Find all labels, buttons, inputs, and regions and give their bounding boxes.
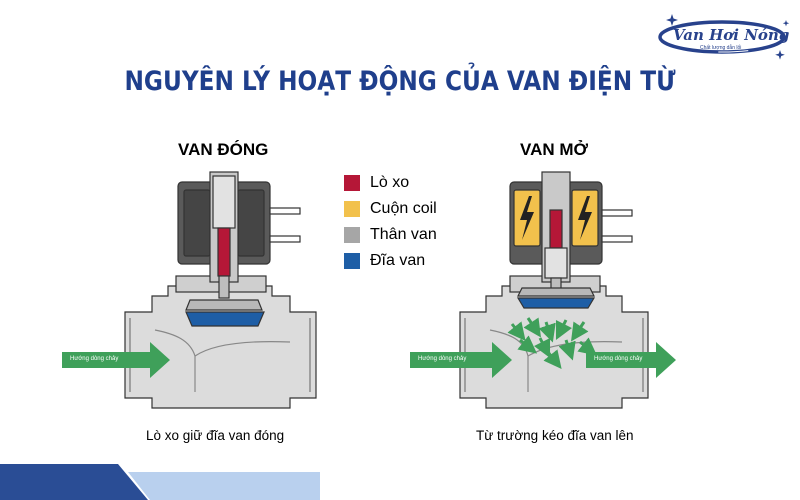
open-disc <box>516 297 596 309</box>
closed-heading: VAN ĐÓNG <box>178 140 269 159</box>
lightning-icon <box>520 196 534 240</box>
legend-item-body: Thân van <box>344 222 437 248</box>
closed-spring <box>217 227 231 277</box>
open-flow-arrow-out <box>586 342 676 378</box>
closed-caption: Lò xo giữ đĩa van đóng <box>146 428 285 443</box>
logo-slogan: Chất lượng dẫn lối <box>700 45 742 51</box>
open-spring <box>549 209 563 249</box>
lightning-icon-2 <box>578 196 592 240</box>
small-flow-arrows <box>507 317 598 370</box>
disc-swatch <box>344 253 360 269</box>
open-valve <box>410 171 676 409</box>
star-icon <box>666 14 678 26</box>
logo-mark <box>658 14 790 60</box>
open-flow-label-in: Hướng dòng chảy <box>418 356 467 362</box>
open-valve-body <box>459 285 649 409</box>
closed-disc <box>185 311 265 327</box>
closed-flow-arrow <box>62 342 170 378</box>
star-icon-2 <box>775 50 785 60</box>
star-icon-3 <box>782 20 790 27</box>
closed-valve <box>62 171 317 409</box>
body-swatch <box>344 227 360 243</box>
closed-valve-body <box>124 285 317 409</box>
coil-swatch <box>344 201 360 217</box>
legend-label: Lò xo <box>370 174 410 191</box>
legend-item-coil: Cuộn coil <box>344 196 437 222</box>
legend-label: Cuộn coil <box>370 200 437 217</box>
legend: Lò xo Cuộn coil Thân van Đĩa van <box>344 170 437 274</box>
bottom-stripe-light <box>128 472 320 500</box>
bottom-stripe-dark <box>0 464 148 500</box>
spring-swatch <box>344 175 360 191</box>
open-flow-arrow-in <box>410 342 512 378</box>
open-flow-label-out: Hướng dòng chảy <box>594 356 643 362</box>
open-caption: Từ trường kéo đĩa van lên <box>476 428 634 443</box>
legend-label: Thân van <box>370 226 437 243</box>
page-title: NGUYÊN LÝ HOẠT ĐỘNG CỦA VAN ĐIỆN TỪ <box>124 66 676 97</box>
closed-flow-label: Hướng dòng chảy <box>70 356 119 362</box>
open-heading: VAN MỞ <box>520 140 589 159</box>
legend-label: Đĩa van <box>370 252 426 269</box>
logo-text: Van Hơi Nóng <box>673 26 790 44</box>
legend-item-spring: Lò xo <box>344 170 437 196</box>
legend-item-disc: Đĩa van <box>344 248 437 274</box>
